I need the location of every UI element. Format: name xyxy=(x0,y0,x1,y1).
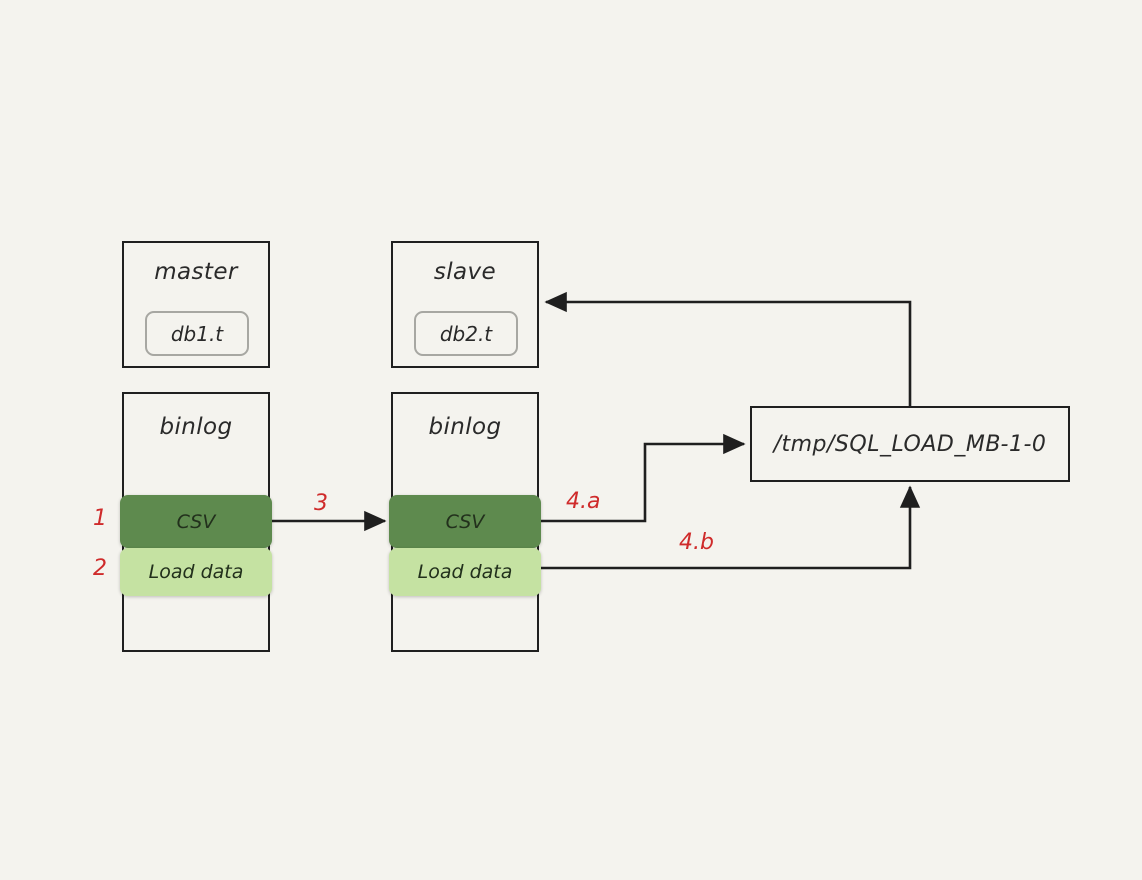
slave-binlog-title: binlog xyxy=(428,414,502,440)
connector-step-4b xyxy=(538,485,921,570)
step-label-3: 3 xyxy=(314,491,328,516)
slave-binlog-event-csv[interactable]: CSV xyxy=(389,495,541,548)
slave-binlog-event-load-data-label: Load data xyxy=(417,561,513,583)
node-master[interactable]: master db1.t xyxy=(122,241,270,368)
master-title: master xyxy=(154,259,238,285)
connector-tmpfile-to-slave xyxy=(544,291,912,406)
master-table-chip[interactable]: db1.t xyxy=(145,311,249,356)
master-binlog-event-load-data[interactable]: Load data xyxy=(120,548,272,596)
slave-binlog-event-csv-label: CSV xyxy=(445,510,485,533)
node-tmp-file[interactable]: /tmp/SQL_LOAD_MB-1-0 xyxy=(750,406,1070,482)
step-label-2: 2 xyxy=(93,556,107,581)
node-slave[interactable]: slave db2.t xyxy=(391,241,539,368)
tmp-file-label: /tmp/SQL_LOAD_MB-1-0 xyxy=(773,431,1047,457)
connector-step-4a xyxy=(538,433,746,523)
slave-table-chip[interactable]: db2.t xyxy=(414,311,518,356)
master-binlog-title: binlog xyxy=(159,414,233,440)
slave-binlog-event-load-data[interactable]: Load data xyxy=(389,548,541,596)
master-binlog-event-csv[interactable]: CSV xyxy=(120,495,272,548)
master-binlog-event-load-data-label: Load data xyxy=(148,561,244,583)
step-label-4a: 4.a xyxy=(566,489,601,514)
step-label-1: 1 xyxy=(93,506,107,531)
step-label-4b: 4.b xyxy=(679,530,714,555)
master-binlog-event-csv-label: CSV xyxy=(176,510,216,533)
slave-title: slave xyxy=(433,259,497,285)
